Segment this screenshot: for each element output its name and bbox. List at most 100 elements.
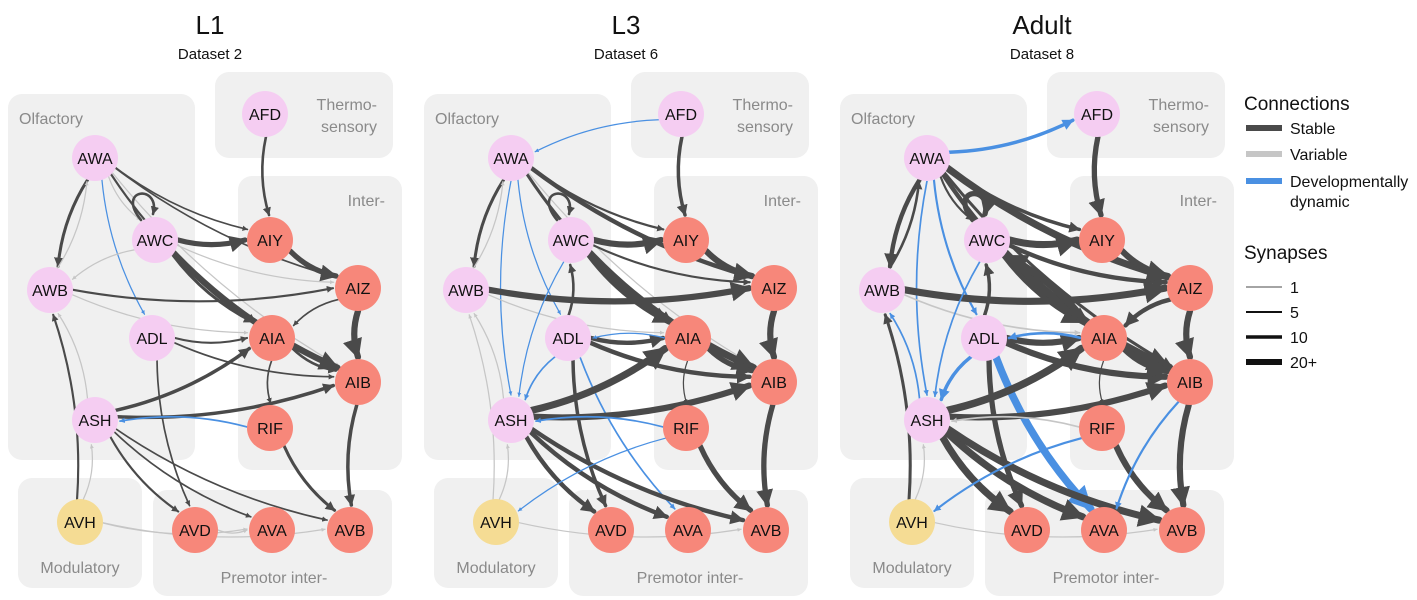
neuron-aia: AIA	[1081, 315, 1127, 361]
neuron-node	[129, 315, 175, 361]
neuron-node	[335, 265, 381, 311]
region-label-olfactory: Olfactory	[19, 111, 83, 128]
neuron-awc: AWC	[132, 217, 178, 263]
neuron-label: AIZ	[762, 281, 787, 298]
neuron-aib: AIB	[751, 359, 797, 405]
neuron-label: AVH	[64, 515, 96, 532]
neuron-node	[1159, 507, 1205, 553]
neuron-node	[1074, 91, 1120, 137]
edge-afd-aiy	[261, 135, 271, 217]
neuron-label: AIA	[675, 331, 701, 348]
neuron-label: AVA	[1089, 523, 1119, 540]
neuron-node	[132, 217, 178, 263]
edge-ash-avb	[944, 425, 1163, 527]
edge-awc-aib	[170, 250, 341, 371]
neuron-node	[1079, 217, 1125, 263]
neuron-node	[588, 507, 634, 553]
neuron-node	[488, 397, 534, 443]
neuron-rif: RIF	[1079, 405, 1125, 451]
neuron-ava: AVA	[249, 507, 295, 553]
neuron-label: AWA	[493, 151, 529, 168]
region-label-olfactory: Olfactory	[851, 111, 915, 128]
panel-subtitle: Dataset 6	[594, 46, 658, 63]
neuron-awb: AWB	[443, 267, 489, 313]
edge-avh-ash	[914, 444, 926, 500]
edge-adl-avd	[156, 359, 191, 507]
edge-rif-avb	[697, 443, 754, 513]
neuron-node	[665, 507, 711, 553]
edge-awc-aiz	[176, 244, 335, 285]
neuron-node	[327, 507, 373, 553]
neuron-avb: AVB	[1159, 507, 1205, 553]
legend-dynamic-label-1: Developmentally	[1290, 174, 1408, 191]
neuron-node	[473, 499, 519, 545]
neuron-awa: AWA	[72, 135, 118, 181]
region-olfactory	[424, 94, 611, 460]
edge-aia-aib	[1120, 344, 1172, 379]
edge-adl-aia	[1003, 333, 1083, 353]
region-label-premotor: Premotor inter-	[637, 570, 744, 587]
neuron-node	[961, 315, 1007, 361]
neuron-label: RIF	[673, 421, 699, 438]
neuron-label: ADL	[968, 331, 999, 348]
neuron-node	[249, 507, 295, 553]
neuron-node	[859, 267, 905, 313]
neuron-aia: AIA	[665, 315, 711, 361]
edge-awb-awa	[472, 181, 505, 269]
neuron-label: AWB	[448, 283, 484, 300]
edge-awa-afd	[947, 118, 1075, 154]
edge-awb-awa	[888, 180, 923, 270]
neuron-label: AIZ	[1178, 281, 1203, 298]
neuron-label: AFD	[665, 107, 697, 124]
edge-aib-ava	[1115, 400, 1180, 510]
edge-avh-ash	[82, 444, 94, 500]
edge-aiy-aiz	[703, 247, 756, 283]
edge-awb-aiz	[901, 280, 1169, 305]
edge-ash-ava	[942, 428, 1087, 521]
edge-ash-avd	[938, 433, 1014, 516]
edge-aia-aib	[705, 345, 755, 377]
edge-awc-awc	[131, 192, 159, 222]
edge-awc-aiy	[1006, 234, 1081, 257]
panel-subtitle: Dataset 8	[1010, 46, 1074, 63]
edge-aia-aib	[291, 347, 338, 374]
neuron-label: ADL	[136, 331, 167, 348]
edge-aib-avb	[1170, 401, 1192, 509]
edge-awa-aib	[527, 172, 756, 367]
edge-aiz-aia	[292, 298, 339, 327]
edge-adl-aib	[588, 340, 752, 384]
neuron-label: AIY	[673, 233, 699, 250]
edge-awa-awb	[469, 178, 506, 268]
region-label-inter: Inter-	[764, 193, 801, 210]
edge-avh-awb	[468, 314, 495, 500]
neuron-label: AIB	[761, 375, 787, 392]
neuron-label: ASH	[79, 413, 112, 430]
neuron-label: AVH	[480, 515, 512, 532]
region-label-olfactory: Olfactory	[435, 111, 499, 128]
neuron-afd: AFD	[1074, 91, 1120, 137]
edge-rif-avh	[517, 437, 667, 512]
neuron-label: AIY	[257, 233, 283, 250]
edge-awa-ash	[915, 180, 929, 396]
edge-ash-ava	[113, 431, 252, 518]
region-label-thermo-1: Thermo-	[1149, 97, 1209, 114]
neuron-ash: ASH	[488, 397, 534, 443]
edge-ash-avd	[109, 435, 180, 513]
edge-afd-aiy	[676, 135, 688, 217]
region-label-premotor: Premotor inter-	[221, 570, 328, 587]
neuron-aib: AIB	[335, 359, 381, 405]
edge-aia-rif	[682, 360, 689, 404]
neuron-label: AIY	[1089, 233, 1115, 250]
region-thermosensory	[631, 72, 809, 158]
neuron-label: AWC	[969, 233, 1006, 250]
neuron-aiz: AIZ	[335, 265, 381, 311]
edges-l1	[51, 135, 362, 538]
neuron-label: AIB	[345, 375, 371, 392]
neuron-label: AIA	[259, 331, 285, 348]
edge-aia-rif	[1098, 360, 1105, 404]
edge-awa-aiz	[114, 167, 337, 279]
neuron-label: ASH	[911, 413, 944, 430]
neuron-ash: ASH	[72, 397, 118, 443]
